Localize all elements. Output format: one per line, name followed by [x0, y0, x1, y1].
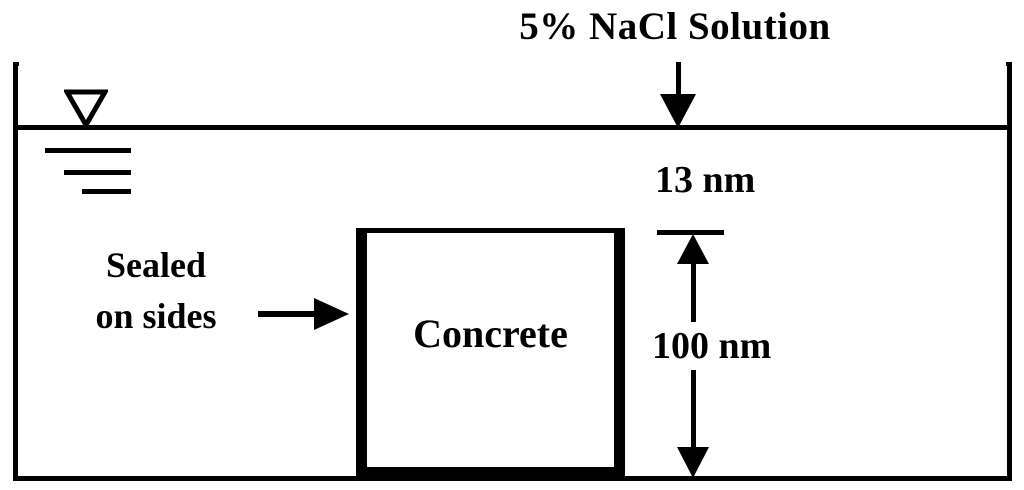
cover-depth-dimension-label: 13 nm [655, 159, 756, 201]
concrete-specimen-block [356, 228, 625, 480]
nacl-inflow-arrow-head [660, 94, 696, 128]
sealed-label-line-1: Sealed [105, 245, 206, 285]
nacl-inflow-arrow-shaft [676, 62, 681, 98]
specimen-height-arrow-up [677, 234, 709, 264]
diagram-title: 5% NaCl Solution [519, 5, 831, 48]
water-level-line-2 [64, 170, 131, 175]
concrete-label: Concrete [413, 311, 568, 356]
sealed-label-line-2: on sides [95, 296, 217, 337]
water-level-line-3 [82, 189, 131, 194]
water-level-triangle-icon [62, 89, 110, 131]
sealed-arrow-shaft [258, 311, 318, 317]
specimen-height-arrow-down [677, 447, 709, 478]
tank-wall-right [1007, 62, 1012, 481]
sealed-on-sides-label: Sealed on sides [56, 240, 256, 342]
water-surface-line [13, 125, 1012, 130]
specimen-height-dimension-label: 100 nm [648, 322, 776, 370]
tank-wall-left [13, 62, 18, 481]
cover-depth-tick-line [657, 230, 724, 235]
sealed-arrow-head [314, 298, 349, 330]
water-level-line-1 [45, 148, 131, 153]
